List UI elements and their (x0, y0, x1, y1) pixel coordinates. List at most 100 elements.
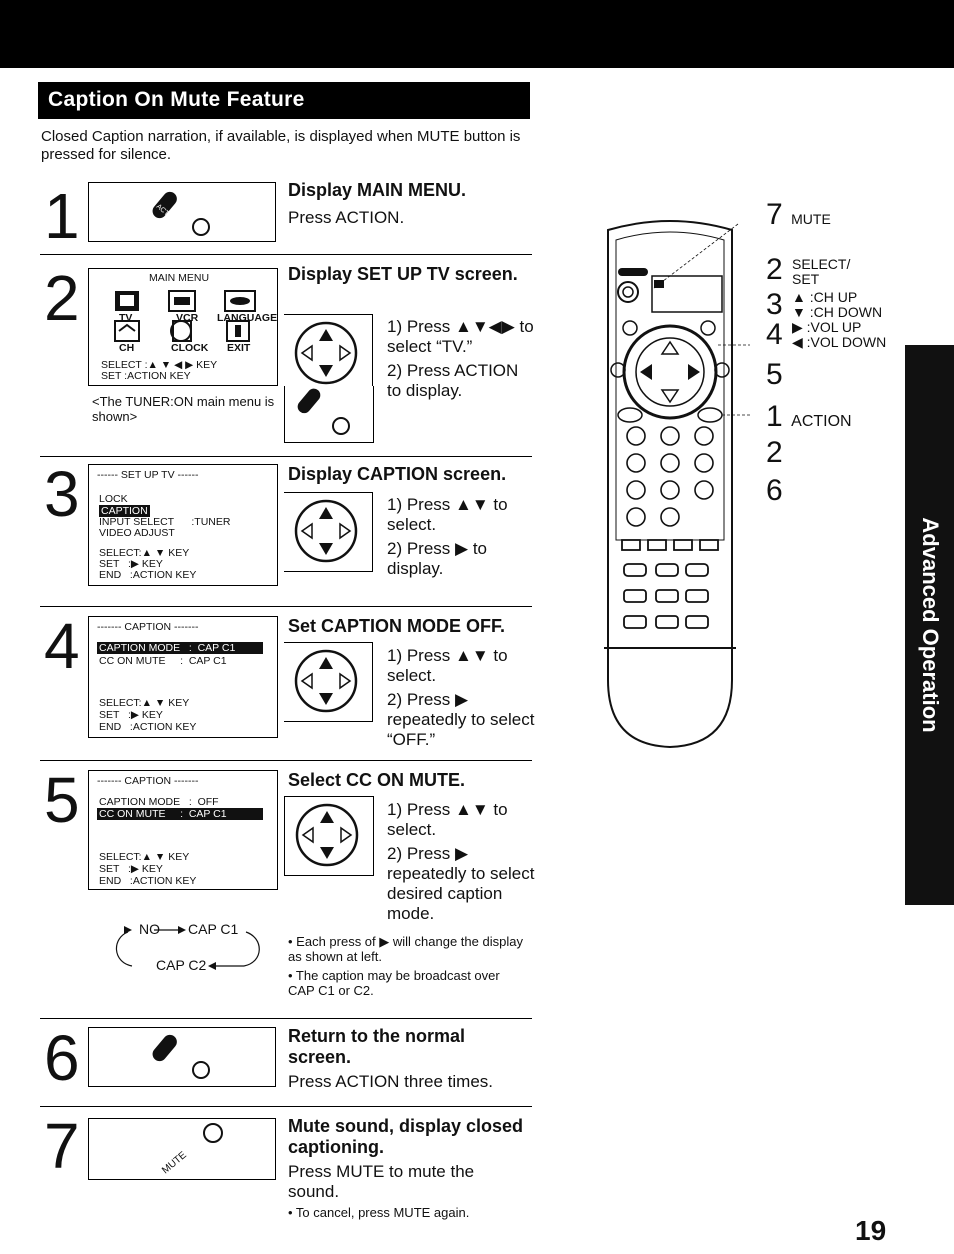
step-heading: Select CC ON MUTE. (288, 770, 466, 790)
joystick-icon (294, 499, 358, 563)
screen-line: END :ACTION KEY (99, 875, 197, 887)
step-heading: Display SET UP TV screen. (288, 264, 518, 284)
note: • The caption may be broadcast over CAP … (288, 968, 500, 998)
divider (40, 760, 532, 761)
main-menu-screen: MAIN MENU TV VCR LANGUAGE CH CLOCK EXIT … (88, 268, 278, 386)
step-body: Press ACTION. (288, 208, 405, 227)
callout-label: ▲ :CH UP ▼ :CH DOWN (792, 289, 883, 320)
icon-label-tv: TV (119, 312, 133, 324)
caption-screen: ------- CAPTION ------- CAPTION MODE : C… (88, 616, 278, 738)
step-number: 4 (44, 610, 80, 682)
action-button-illustration (88, 1027, 276, 1087)
note: • Each press of ▶ will change the displa… (288, 934, 523, 964)
cycle-item: CAP C1 (188, 921, 239, 937)
joystick-illustration (284, 492, 373, 572)
section-title-box: Caption On Mute Feature (38, 82, 530, 119)
callout-label: ▶ :VOL UP ◀ :VOL DOWN (792, 319, 887, 350)
screen-title: ------- CAPTION ------- (97, 621, 199, 633)
icon-label-ch: CH (119, 342, 135, 354)
screen-line: END :ACTION KEY (99, 569, 197, 581)
screen-line: SET :▶ KEY (99, 863, 163, 875)
cycle-item: CAP C2 (156, 957, 207, 973)
cycle-item: NO (139, 921, 160, 937)
screen-line-highlighted: CAPTION (99, 505, 150, 517)
joystick-icon (295, 803, 359, 867)
step-number: 2 (44, 262, 80, 334)
callout-number: 7 (766, 198, 783, 231)
step-heading: Display CAPTION screen. (288, 464, 507, 484)
mute-icon: MUTE (160, 1123, 223, 1176)
joystick-illustration (284, 642, 373, 722)
action-icon (297, 388, 350, 435)
screen-line: VIDEO ADJUST (99, 527, 175, 539)
screen-line: CC ON MUTE : CAP C1 (99, 655, 227, 667)
instruction-1: 1) Press ▲▼ to select. (387, 800, 508, 839)
screen-line: SELECT :▲ ▼ ◀ ▶ KEY (101, 359, 218, 371)
callout-label: MUTE (791, 211, 831, 227)
callout-number: 4 (766, 318, 783, 351)
setup-tv-screen: ------ SET UP TV ------ LOCK CAPTION INP… (88, 464, 278, 586)
callout-action: 1 ACTION (766, 402, 852, 432)
screen-line-highlighted: CC ON MUTE : CAP C1 (97, 808, 263, 820)
mute-button-illustration: MUTE (88, 1118, 276, 1180)
screen-title: MAIN MENU (149, 272, 210, 284)
action-button-illustration (284, 386, 374, 443)
callout-mute: 7 MUTE (766, 200, 831, 230)
instruction-1: 1) Press ▲▼◀▶ to select “TV.” (387, 317, 534, 356)
divider (40, 254, 532, 255)
caption-screen: ------- CAPTION ------- CAPTION MODE : O… (88, 770, 278, 890)
icon-label-vcr: VCR (176, 312, 199, 324)
step-number: 7 (44, 1110, 80, 1182)
step-body: Press MUTE to mute the sound. (288, 1162, 475, 1201)
screen-line: CAPTION MODE : OFF (99, 796, 219, 808)
menu-icons (114, 290, 256, 342)
instruction-2: 2) Press ACTION to display. (387, 361, 519, 400)
top-banner (0, 0, 954, 68)
callout-number: 2 (766, 436, 783, 469)
screen-line: SET :▶ KEY (99, 709, 163, 721)
callout-number: 3 (766, 288, 783, 321)
callout-number: 1 (766, 400, 783, 433)
screen-title: ------ SET UP TV ------ (97, 469, 199, 481)
icon-label-language: LANGUAGE (217, 312, 278, 324)
screen-line: SET :ACTION KEY (101, 370, 191, 382)
screen-line-highlighted: CAPTION MODE : CAP C1 (97, 642, 263, 654)
instruction-2: 2) Press ▶ repeatedly to select desired … (387, 844, 535, 923)
screen-line: INPUT SELECT :TUNER (99, 516, 231, 528)
icon-label-clock: CLOCK (171, 342, 209, 354)
instruction-2: 2) Press ▶ repeatedly to select “OFF.” (387, 690, 535, 749)
note: • To cancel, press MUTE again. (288, 1205, 470, 1220)
step-number: 3 (44, 458, 80, 530)
callout-number: 2 (766, 253, 783, 286)
screen-line: SELECT:▲ ▼ KEY (99, 851, 190, 863)
callout-label: ACTION (791, 413, 852, 430)
step-heading: Display MAIN MENU. (288, 180, 467, 200)
step-number: 6 (44, 1022, 80, 1094)
screen-title: ------- CAPTION ------- (97, 775, 199, 787)
instruction-2: 2) Press ▶ to display. (387, 539, 487, 578)
divider (40, 456, 532, 457)
caption-cycle-diagram (115, 926, 260, 970)
action-icon: ACTION (152, 191, 210, 236)
screen-caption: <The TUNER:ON main menu is shown> (92, 394, 275, 424)
step-heading: Mute sound, display closed captioning. (288, 1116, 524, 1157)
step-number: 1 (44, 180, 80, 252)
intro-text: Closed Caption narration, if available, … (41, 128, 521, 163)
divider (40, 1018, 532, 1019)
page-number: 19 (855, 1215, 887, 1246)
side-tab: Advanced Operation (905, 345, 954, 905)
action-icon (152, 1034, 210, 1079)
joystick-icon (294, 321, 358, 385)
divider (40, 1106, 532, 1107)
side-tab-label: Advanced Operation (917, 517, 943, 733)
icon-label-exit: EXIT (227, 342, 251, 354)
joystick-illustration (284, 796, 374, 876)
screen-line: SET :▶ KEY (99, 558, 163, 570)
screen-line: SELECT:▲ ▼ KEY (99, 547, 190, 559)
callout-number: 5 (766, 358, 783, 391)
action-button-illustration: ACTION (88, 182, 276, 242)
callout-number: 6 (766, 474, 783, 507)
step-number: 5 (44, 764, 80, 836)
mute-icon-label: MUTE (160, 1149, 189, 1176)
instruction-1: 1) Press ▲▼ to select. (387, 646, 508, 685)
